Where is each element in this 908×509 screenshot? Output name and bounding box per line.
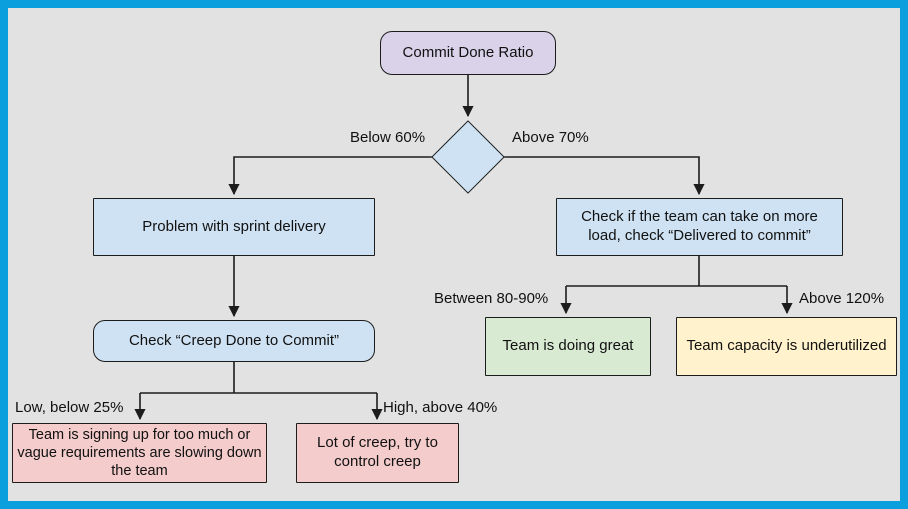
- edge-label-between-80-90: Between 80-90%: [434, 290, 549, 307]
- node-check-team-load-label: Check if the team can take on more load,…: [581, 208, 818, 244]
- node-team-doing-great: Team is doing great: [485, 317, 651, 376]
- edge-label-above-70: Above 70%: [512, 129, 589, 146]
- edge-label-above-120: Above 120%: [799, 290, 885, 307]
- edge-label-high-above-40: High, above 40%: [383, 399, 498, 416]
- node-check-creep-done-to-commit-label: Check “Creep Done to Commit”: [128, 331, 340, 349]
- node-commit-done-ratio: Commit Done Ratio: [380, 31, 556, 75]
- node-team-signing-up-too-much: Team is signing up for too much or vague…: [12, 423, 267, 483]
- node-problem-sprint-delivery-label: Problem with sprint delivery: [142, 217, 326, 235]
- node-commit-done-ratio-label: Commit Done Ratio: [402, 43, 534, 61]
- node-team-capacity-underutilized-label: Team capacity is underutilized: [686, 337, 887, 355]
- edge-label-low-below-25: Low, below 25%: [15, 399, 124, 416]
- node-lot-of-creep: Lot of creep, try to control creep: [296, 423, 459, 483]
- node-team-signing-up-too-much-label: Team is signing up for too much or vague…: [17, 426, 262, 480]
- node-team-capacity-underutilized: Team capacity is underutilized: [676, 317, 897, 376]
- node-team-doing-great-label: Team is doing great: [502, 337, 634, 355]
- edge-label-below-60: Below 60%: [350, 129, 426, 146]
- node-check-team-load: Check if the team can take on more load,…: [556, 198, 843, 256]
- node-problem-sprint-delivery: Problem with sprint delivery: [93, 198, 375, 256]
- node-lot-of-creep-label: Lot of creep, try to control creep: [317, 434, 438, 470]
- node-check-creep-done-to-commit: Check “Creep Done to Commit”: [93, 320, 375, 362]
